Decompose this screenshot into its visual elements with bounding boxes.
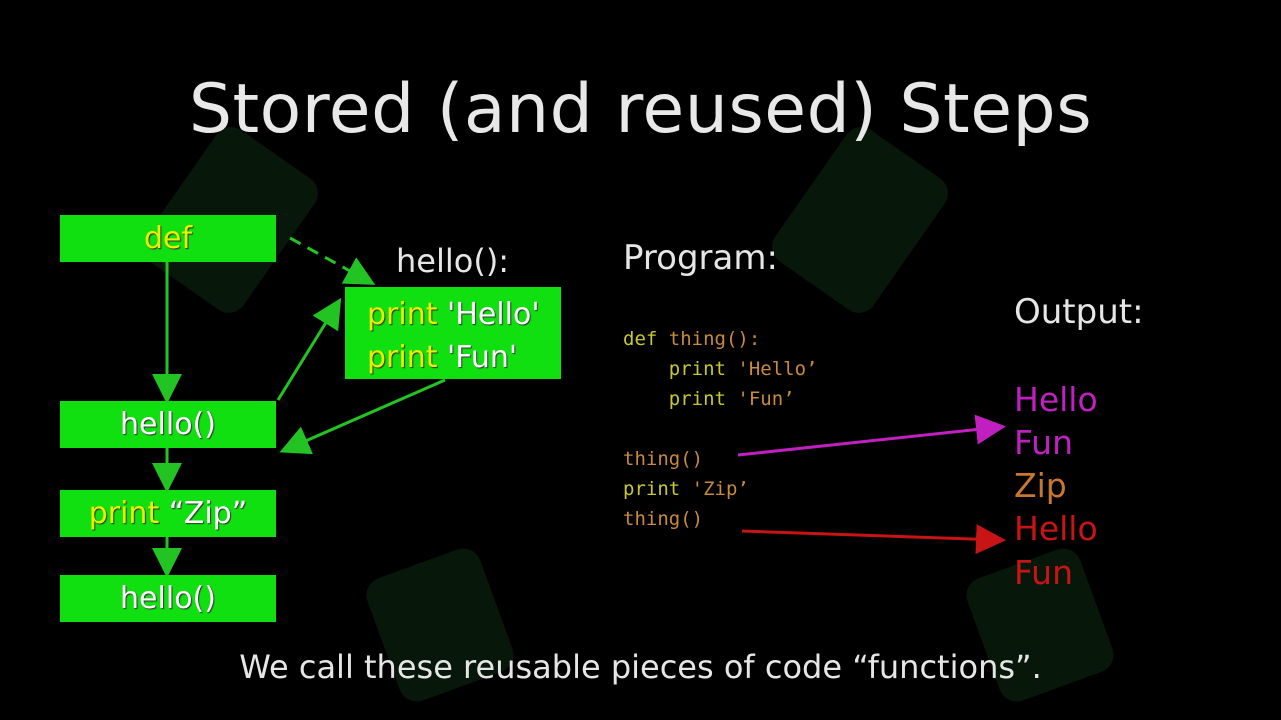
print-keyword: print: [623, 388, 726, 410]
arrow-call-to-body: [276, 297, 342, 401]
output-line-4: Hello: [1014, 509, 1098, 548]
function-name: thing():: [657, 328, 761, 350]
output-line-3: Zip: [1014, 466, 1067, 505]
code-line-2: print 'Hello’: [623, 358, 818, 380]
function-body-box: print 'Hello' print 'Fun': [345, 287, 561, 379]
arrow-second-call-output: [741, 524, 1006, 555]
hello-call-box-1: hello(): [60, 401, 276, 448]
footer-caption: We call these reusable pieces of code “f…: [239, 648, 1042, 686]
print-zip-box: print “Zip”: [60, 490, 276, 537]
print-keyword: print: [623, 358, 726, 380]
string-literal: 'Fun’: [725, 388, 795, 410]
program-label: Program:: [623, 238, 778, 278]
def-keyword: def: [623, 328, 658, 350]
output-line-2: Fun: [1014, 423, 1074, 462]
hello-call-box-2: hello(): [60, 575, 276, 622]
code-line-4: thing(): [623, 448, 704, 470]
function-header: hello():: [396, 242, 510, 280]
print-keyword: print: [367, 297, 438, 332]
hello-string: 'Hello': [447, 297, 540, 332]
body-line-1: print 'Hello': [367, 293, 561, 336]
code-line-5: print 'Zip’: [623, 478, 749, 500]
code-line-6: thing(): [623, 508, 704, 530]
output-label: Output:: [1014, 292, 1144, 332]
output-line-1: Hello: [1014, 380, 1098, 419]
arrow-def-to-body-dashed: [289, 236, 376, 285]
def-box: def: [60, 215, 276, 262]
fun-string: 'Fun': [447, 340, 518, 375]
output-line-5: Fun: [1014, 553, 1074, 592]
code-line-1: def thing():: [623, 328, 760, 350]
def-keyword: def: [143, 221, 193, 256]
arrow-body-return: [279, 378, 446, 455]
code-line-3: print 'Fun’: [623, 388, 795, 410]
zip-string: “Zip”: [168, 496, 248, 531]
string-literal: 'Zip’: [680, 478, 749, 500]
slide-title: Stored (and reused) Steps: [188, 70, 1093, 149]
string-literal: 'Hello’: [725, 358, 818, 380]
body-line-2: print 'Fun': [367, 336, 561, 379]
print-keyword: print: [623, 478, 681, 500]
arrow-first-call-output: [737, 414, 1006, 457]
print-keyword: print: [88, 496, 160, 531]
print-keyword: print: [367, 340, 438, 375]
